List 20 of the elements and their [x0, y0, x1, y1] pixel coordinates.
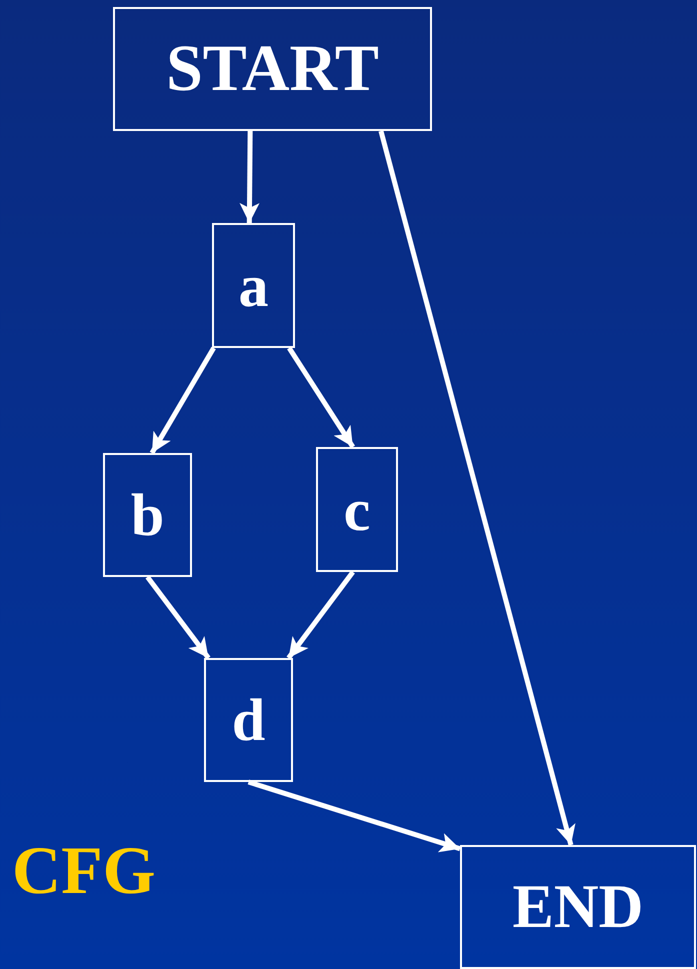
node-label: c: [344, 480, 370, 540]
node-label: d: [232, 690, 266, 750]
process-box: [212, 223, 295, 348]
node-label: START: [166, 36, 379, 102]
arrow: [287, 346, 355, 448]
process-box: [103, 453, 192, 577]
arrow: [248, 780, 461, 852]
arrow: [146, 576, 210, 660]
arrow: [286, 570, 355, 660]
node-label: b: [130, 485, 164, 545]
arrow: [378, 130, 576, 846]
arrow: [150, 346, 216, 454]
process-box: [316, 447, 398, 572]
process-box: [113, 7, 432, 131]
diagram-label: CFG: [12, 836, 156, 904]
process-box: [204, 658, 293, 782]
node-label: END: [512, 876, 644, 938]
node-label: a: [238, 256, 268, 316]
process-box: [460, 845, 696, 969]
arrow: [240, 130, 260, 224]
